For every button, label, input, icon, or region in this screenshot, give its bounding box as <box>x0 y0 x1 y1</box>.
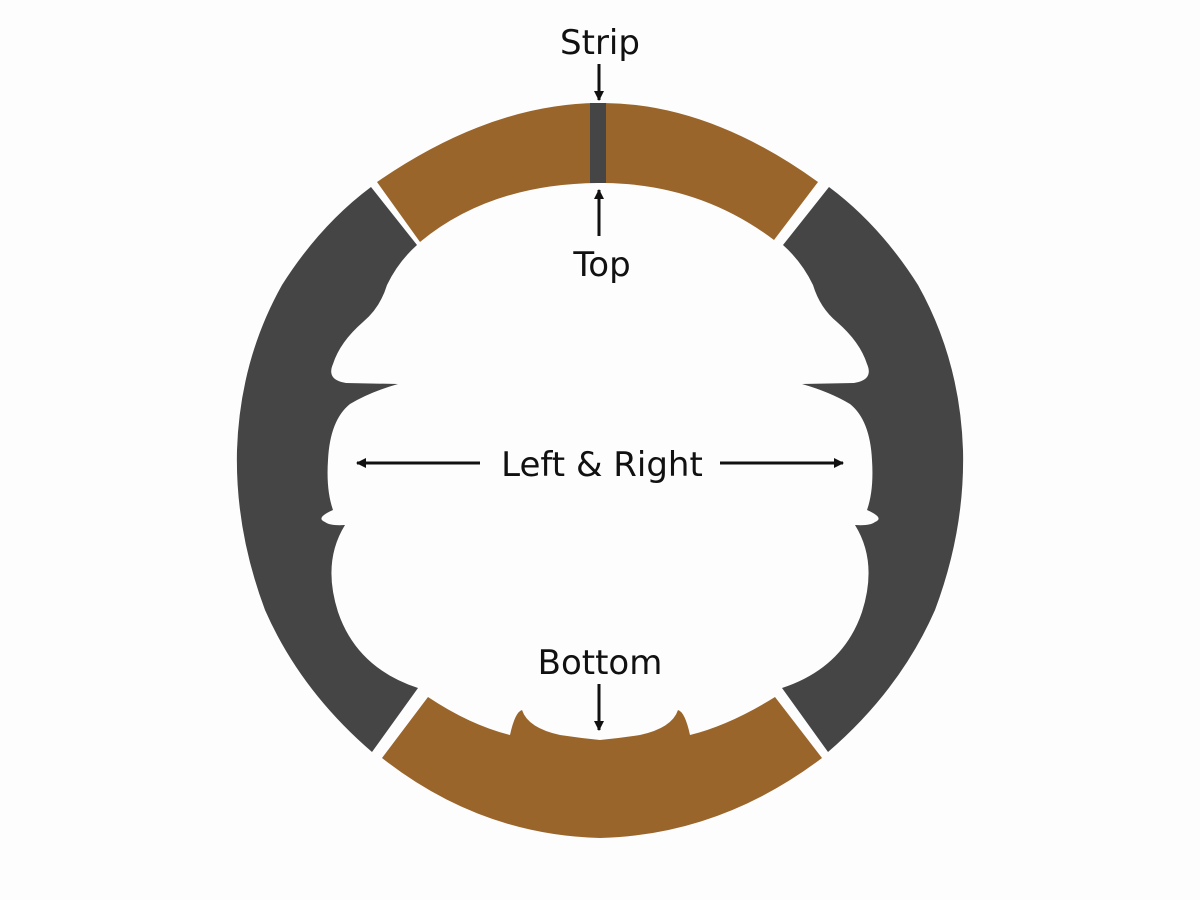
top-segment-right <box>604 103 818 240</box>
top-segment <box>377 103 598 242</box>
label-top: Top <box>572 245 630 285</box>
left-segment <box>236 187 418 752</box>
right-segment <box>782 187 964 752</box>
bottom-segment <box>382 697 822 838</box>
label-bottom: Bottom <box>538 643 663 683</box>
label-left-right: Left & Right <box>501 445 703 485</box>
label-strip: Strip <box>560 23 640 63</box>
wheel-cover <box>236 103 964 838</box>
strip-segment <box>590 103 606 183</box>
